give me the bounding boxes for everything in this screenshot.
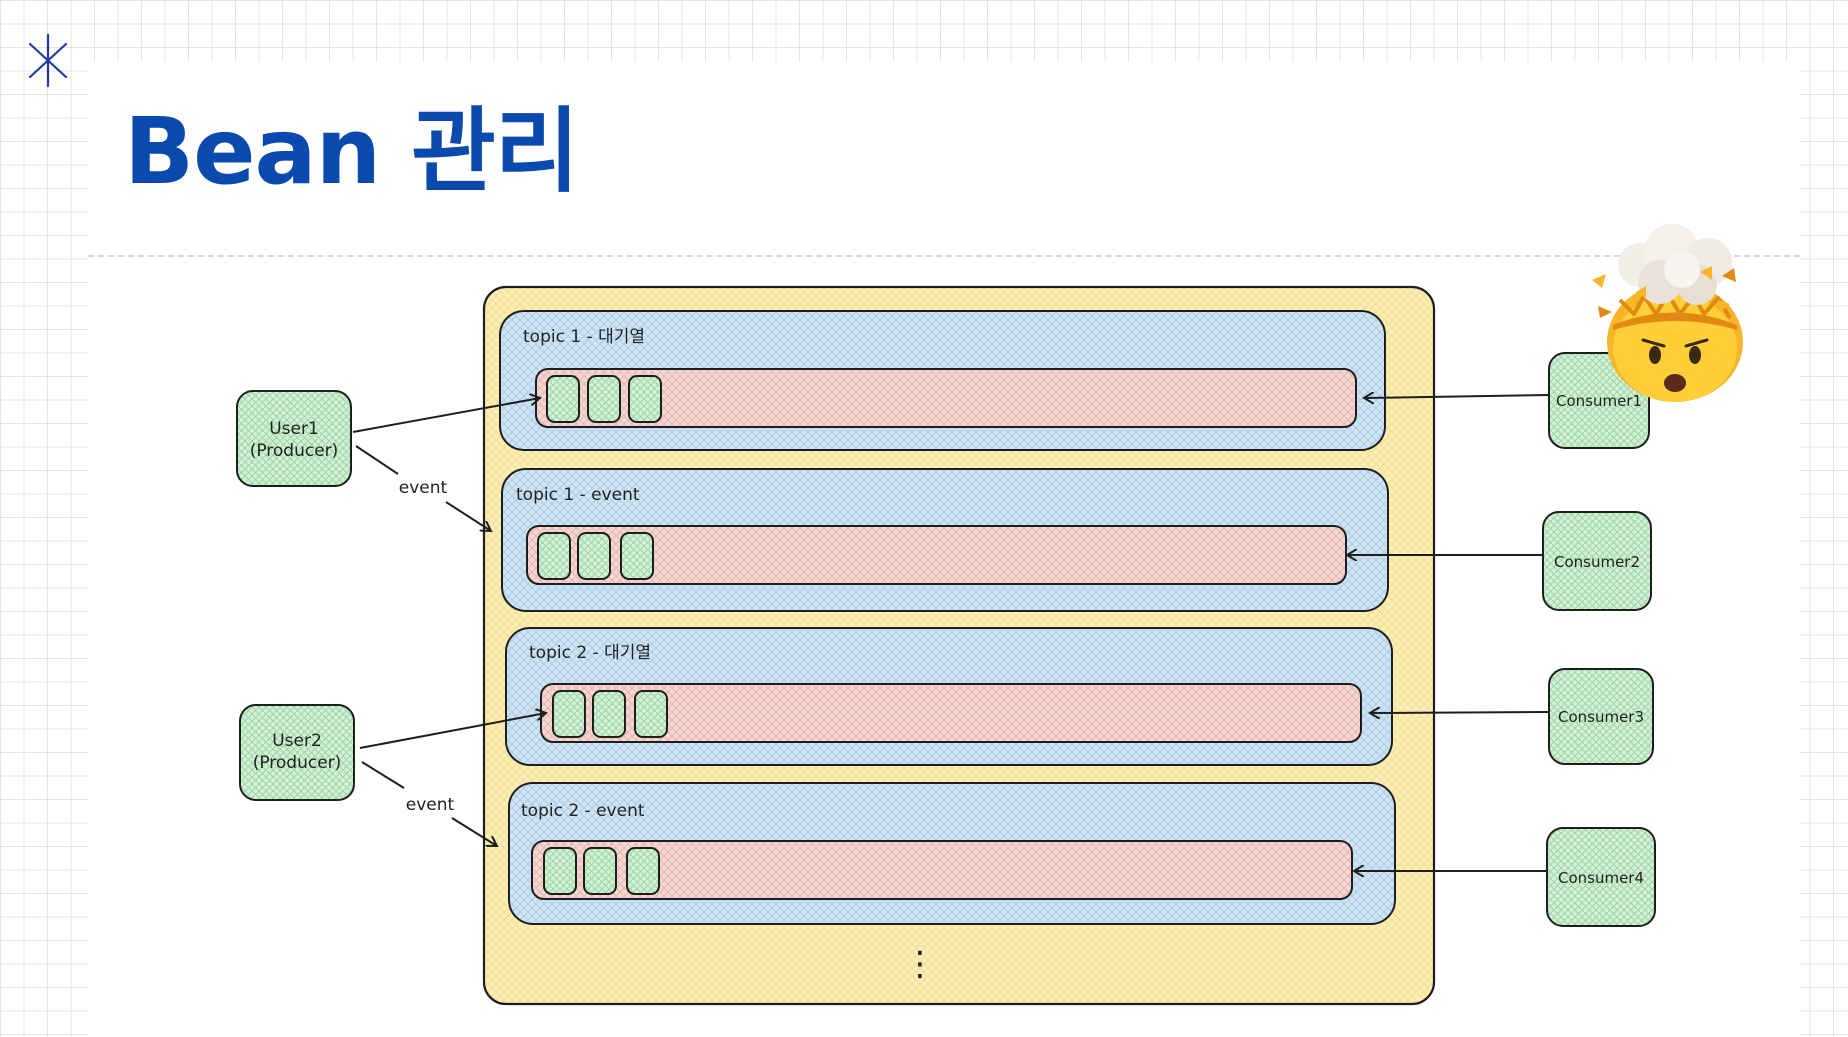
consumer-node: Consumer2 xyxy=(1542,511,1652,611)
queue-slot xyxy=(583,847,617,895)
producer-node: User1 (Producer) xyxy=(236,390,352,487)
more-topics-ellipsis: ⋮ xyxy=(903,944,937,984)
consumer-arrow xyxy=(1364,395,1550,398)
consumer-node: Consumer4 xyxy=(1546,827,1656,927)
event-arrow xyxy=(355,445,491,531)
producer-arrow xyxy=(352,398,540,433)
event-arrow xyxy=(361,761,497,846)
queue-slot xyxy=(592,690,626,738)
topic-group: topic 2 - 대기열 xyxy=(505,627,1393,766)
topic-group: topic 1 - 대기열 xyxy=(499,310,1386,451)
queue-bar xyxy=(531,840,1353,900)
consumer-arrow xyxy=(1370,712,1550,713)
exploding-head-emoji xyxy=(1592,224,1743,402)
consumer-label: Consumer4 xyxy=(1558,869,1644,887)
queue-slot xyxy=(537,532,571,580)
producer-role: (Producer) xyxy=(250,441,339,461)
consumer-label: Consumer1 xyxy=(1556,392,1642,410)
topic-group: topic 2 - event xyxy=(508,782,1396,925)
title-divider xyxy=(88,255,1800,257)
queue-slot xyxy=(577,532,611,580)
edge-label: event xyxy=(399,478,448,498)
producer-label: User1 xyxy=(269,419,319,439)
queue-slot xyxy=(546,375,580,423)
queue-slot xyxy=(543,847,577,895)
queue-slot xyxy=(626,847,660,895)
producer-arrow xyxy=(359,713,546,749)
producer-label: User2 xyxy=(272,731,322,751)
topic-group: topic 1 - event xyxy=(501,468,1389,612)
producer-role: (Producer) xyxy=(253,753,342,773)
consumer-label: Consumer3 xyxy=(1558,708,1644,726)
queue-slot xyxy=(628,375,662,423)
topic-label: topic 1 - event xyxy=(516,485,640,505)
topic-label: topic 2 - event xyxy=(521,801,645,821)
edge-label: event xyxy=(406,795,455,815)
topic-label: topic 2 - 대기열 xyxy=(529,643,651,663)
consumer-label: Consumer2 xyxy=(1554,553,1640,571)
queue-slot xyxy=(552,690,586,738)
consumer-node: Consumer3 xyxy=(1548,668,1654,765)
queue-slot xyxy=(587,375,621,423)
producer-node: User2 (Producer) xyxy=(239,704,355,801)
queue-slot xyxy=(620,532,654,580)
slide-title: Bean 관리 xyxy=(124,98,579,205)
topic-label: topic 1 - 대기열 xyxy=(523,327,645,347)
queue-slot xyxy=(634,690,668,738)
asterisk-icon xyxy=(28,33,68,88)
